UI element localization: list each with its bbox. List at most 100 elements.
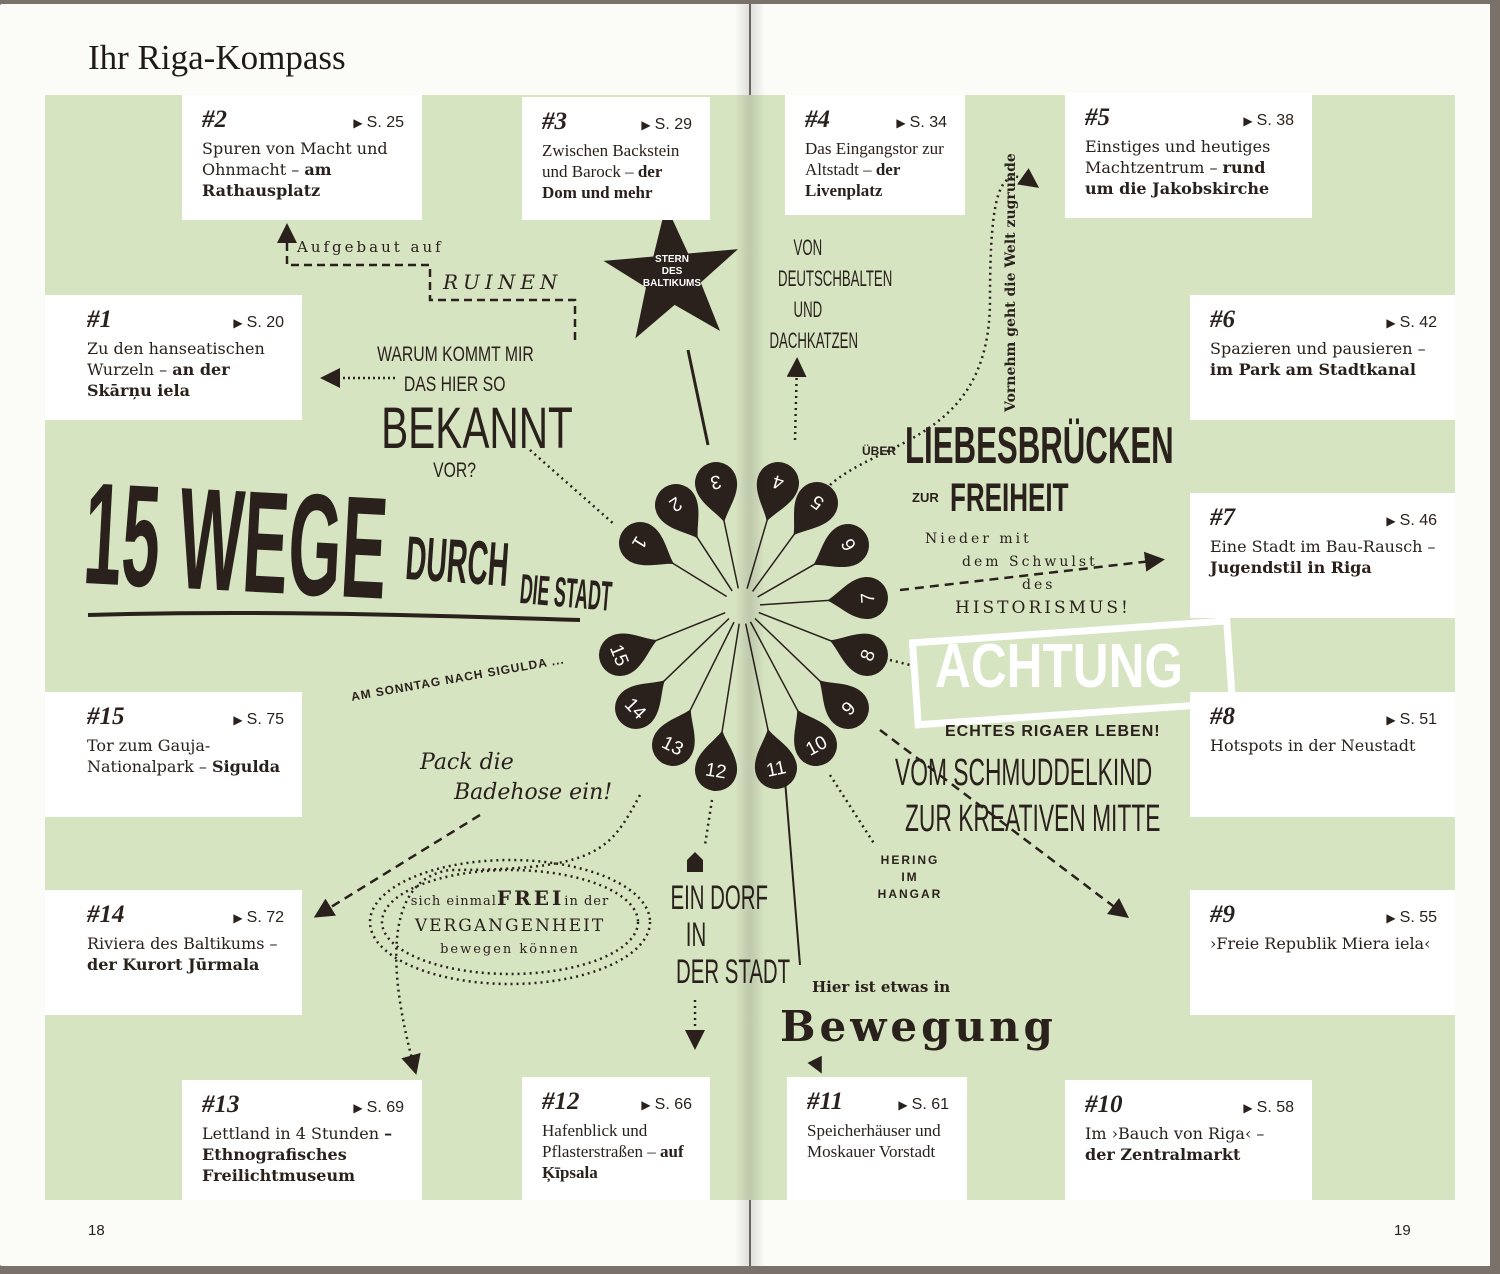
- route-pin-5[interactable]: 5: [776, 474, 846, 548]
- route-pin-7[interactable]: 7: [826, 576, 890, 622]
- page-number-right: 19: [1394, 1222, 1411, 1239]
- page-reference[interactable]: ▶S. 69: [353, 1097, 404, 1119]
- route-pin-2[interactable]: 2: [647, 476, 716, 550]
- page-reference[interactable]: ▶S. 61: [898, 1094, 949, 1116]
- pin-number: 3: [708, 470, 723, 493]
- page-reference-text: S. 34: [909, 114, 947, 131]
- page-reference[interactable]: ▶S. 66: [641, 1094, 692, 1116]
- route-pin-6[interactable]: 6: [803, 516, 877, 583]
- arrow-nieder: [899, 551, 1165, 592]
- page-reference-text: S. 61: [911, 1096, 949, 1113]
- route-pin-11[interactable]: 11: [747, 725, 801, 793]
- page-reference[interactable]: ▶S. 75: [233, 709, 284, 731]
- route-pin-9[interactable]: 9: [805, 665, 878, 738]
- bewegung-text-b: Bewegung: [780, 1002, 1057, 1051]
- stamp-achtung: ACHTUNG: [935, 632, 1183, 701]
- route-pin-14[interactable]: 14: [606, 665, 679, 738]
- route-pin-4[interactable]: 4: [747, 457, 804, 527]
- tour-number: #2: [202, 106, 227, 133]
- triangle-right-icon: ▶: [1386, 514, 1396, 528]
- tour-box-9: #9▶S. 55›Freie Republik Miera iela‹: [1190, 890, 1455, 1015]
- arrow-star: [686, 349, 710, 446]
- route-pin-10[interactable]: 10: [779, 700, 845, 774]
- triangle-right-icon: ▶: [1386, 316, 1396, 330]
- route-pin-13[interactable]: 13: [645, 700, 710, 773]
- freiheit-text: FREIHEIT: [950, 476, 1069, 520]
- pin-line: [751, 533, 796, 592]
- route-pin-8[interactable]: 8: [822, 621, 894, 682]
- tour-number: #6: [1210, 306, 1235, 333]
- tour-description: Im ›Bauch von Riga‹ – der Zentralmarkt: [1085, 1124, 1265, 1164]
- schmuddel-text-1: VOM SCHMUDDELKIND: [895, 752, 1153, 794]
- page-reference[interactable]: ▶S. 20: [233, 312, 284, 334]
- arrow-ruinen: [277, 223, 577, 340]
- tour-number: #8: [1210, 703, 1235, 730]
- page-reference-text: S. 20: [246, 314, 284, 331]
- triangle-right-icon: ▶: [641, 118, 651, 132]
- page-reference-text: S. 75: [246, 711, 284, 728]
- pin-line: [757, 563, 816, 598]
- headline-durch: DURCH: [403, 524, 512, 601]
- arrow-8-stamp: [889, 658, 911, 667]
- tour-description: Zu den hanseatischen Wurzeln – an der Sk…: [87, 339, 265, 400]
- page-reference[interactable]: ▶S. 51: [1386, 709, 1437, 731]
- triangle-right-icon: ▶: [353, 1101, 363, 1115]
- page-reference[interactable]: ▶S. 38: [1243, 110, 1294, 132]
- pin-line: [744, 623, 769, 731]
- page-reference-text: S. 42: [1399, 314, 1437, 331]
- tour-description: Einstiges und heutiges Machtzentrum – ru…: [1085, 137, 1271, 198]
- tour-description: Speicherhäuser und Moskauer Vorstadt: [807, 1121, 941, 1161]
- page-reference-text: S. 25: [366, 114, 404, 131]
- tour-description: Zwischen Backstein und Barock – der Dom …: [542, 141, 680, 202]
- tour-description: Lettland in 4 Stunden – Ethnografisches …: [202, 1124, 393, 1185]
- tour-number: #14: [87, 901, 125, 928]
- tour-number: #1: [87, 306, 112, 333]
- tour-description: Tor zum Gauja-Nationalpark – Sigulda: [87, 736, 281, 776]
- route-pin-12[interactable]: 12: [692, 727, 743, 794]
- tour-number: #11: [807, 1088, 844, 1115]
- oval-text: sich einmal FREI in der VERGANGENHEIT be…: [410, 886, 610, 957]
- page-reference[interactable]: ▶S. 46: [1386, 510, 1437, 532]
- page-reference[interactable]: ▶S. 55: [1386, 907, 1437, 929]
- tour-box-1: #1 ▶S. 20 Zu den hanseatischen Wurzeln – a…: [45, 295, 302, 420]
- page-reference[interactable]: ▶S. 72: [233, 907, 284, 929]
- page-reference[interactable]: ▶S. 29: [641, 114, 692, 136]
- triangle-right-icon: ▶: [641, 1098, 651, 1112]
- arrow-bewegung-down: [807, 1055, 822, 1074]
- route-pin-15[interactable]: 15: [593, 621, 665, 683]
- pin-line: [654, 612, 726, 642]
- pin-line: [759, 599, 830, 606]
- route-pin-3[interactable]: 3: [691, 458, 745, 526]
- page-reference[interactable]: ▶S. 34: [896, 112, 947, 134]
- headline-die-stadt: DIE STADT: [518, 565, 614, 620]
- house-icon: [687, 852, 703, 872]
- page-reference[interactable]: ▶S. 25: [353, 112, 404, 134]
- triangle-right-icon: ▶: [1386, 911, 1396, 925]
- pin-line: [758, 611, 832, 642]
- tour-number: #12: [542, 1088, 580, 1115]
- star-shape: [603, 205, 738, 339]
- page-reference-text: S. 46: [1399, 512, 1437, 529]
- tour-description: ›Freie Republik Miera iela‹: [1210, 934, 1431, 953]
- route-pin-1[interactable]: 1: [611, 514, 685, 582]
- page-reference[interactable]: ▶S. 42: [1386, 312, 1437, 334]
- arrow-vornehm: [829, 168, 1040, 486]
- pin-line: [723, 520, 740, 589]
- page-reference[interactable]: ▶S. 58: [1243, 1097, 1294, 1119]
- pin-line: [662, 617, 730, 683]
- tour-number: #7: [1210, 504, 1235, 531]
- page-reference-text: S. 51: [1399, 711, 1437, 728]
